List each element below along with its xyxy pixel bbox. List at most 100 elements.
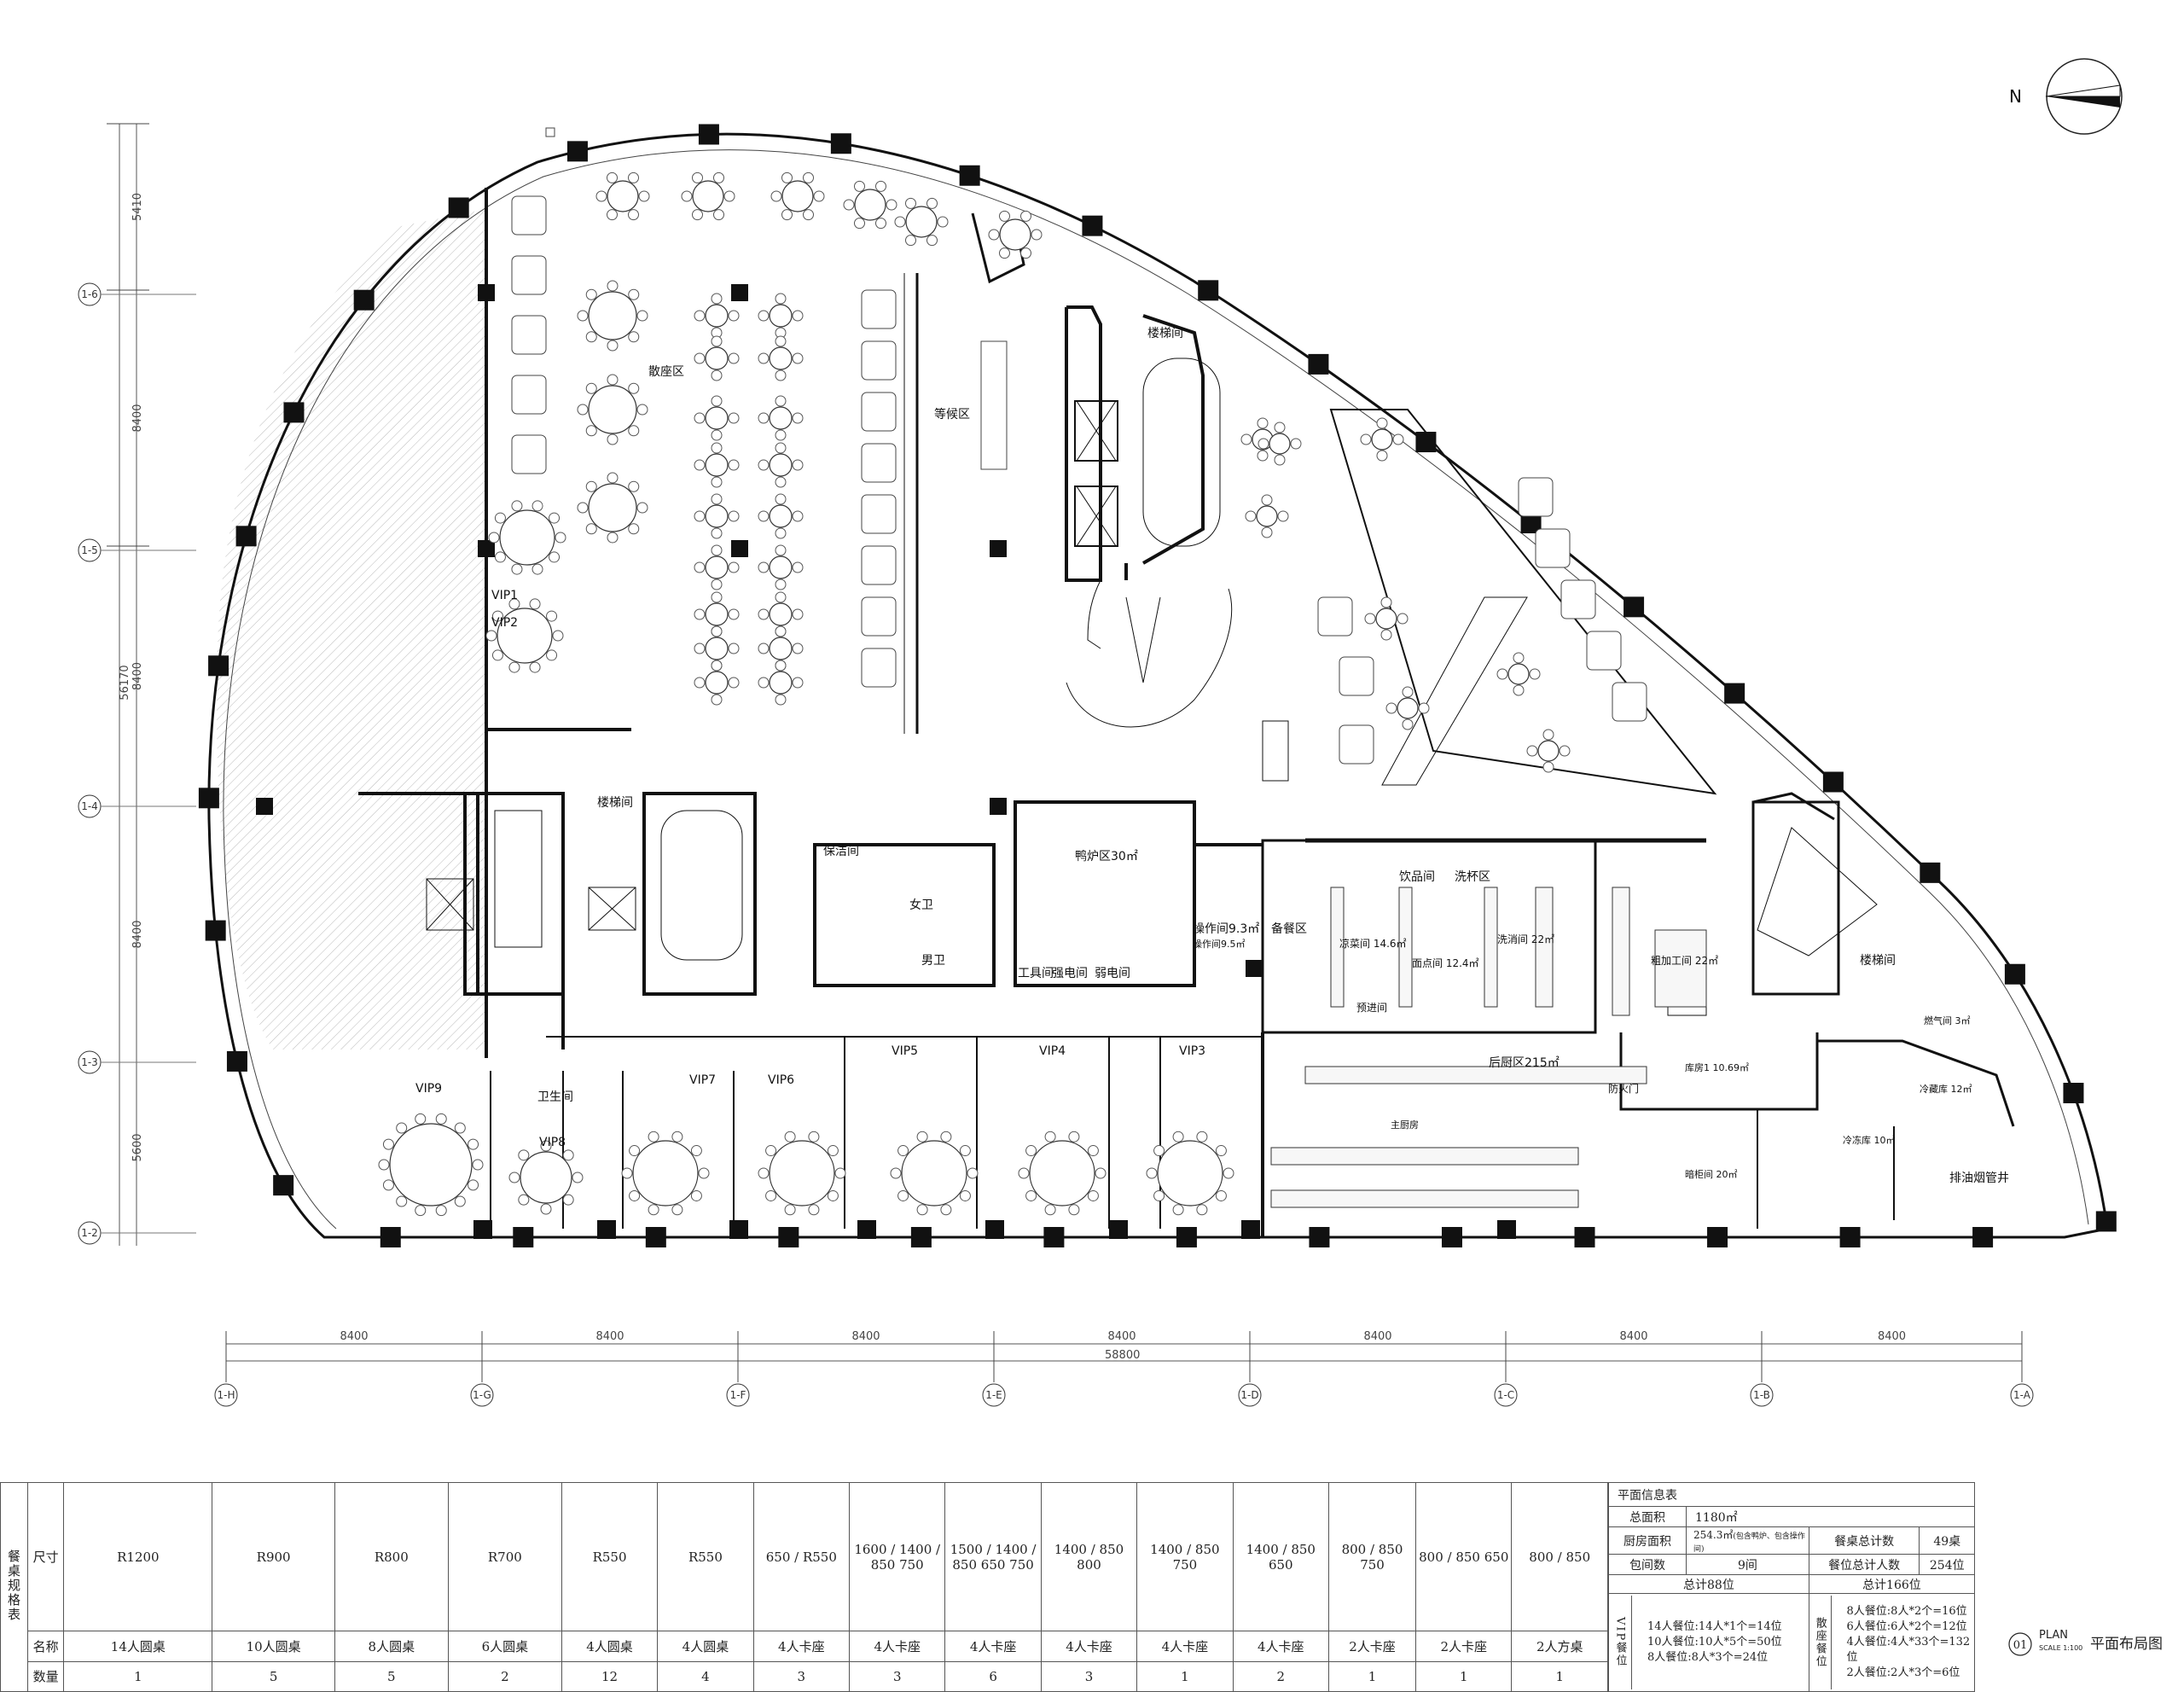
spec-col-14-qty: 1 — [1511, 1660, 1608, 1692]
round-table — [1245, 494, 1289, 538]
facade-column — [1839, 1227, 1861, 1248]
table-plan-info: 平面信息表 总面积 1180㎡ 厨房面积 254.3㎡(包含鸭炉、包含操作间) … — [1608, 1482, 1976, 1692]
room-paiyou: 排油烟管井 — [1949, 1172, 2009, 1185]
spec-col-5-qty: 4 — [657, 1660, 754, 1692]
axis-label: 1-E — [985, 1389, 1002, 1401]
spec-col-2-qty: 5 — [334, 1660, 449, 1692]
spec-col-0-dim: R1200 — [63, 1481, 213, 1632]
spec-col-11-qty: 2 — [1232, 1660, 1329, 1692]
info-kitchen-value: 254.3㎡(包含鸭炉、包含操作间) — [1686, 1526, 1809, 1555]
facade-column — [1441, 1227, 1462, 1248]
round-table — [577, 374, 648, 445]
facade-column — [1707, 1227, 1728, 1248]
room-ruodian: 弱电间 — [1095, 967, 1130, 980]
interior-walls — [358, 188, 2015, 1237]
facade-column — [1972, 1227, 1994, 1248]
kitchen-counters — [1270, 887, 1707, 1208]
room-fanghuo: 防火门 — [1608, 1082, 1639, 1095]
axis-label: 1-5 — [81, 544, 98, 556]
room-beican: 备餐区 — [1271, 922, 1307, 936]
round-table — [1364, 596, 1409, 641]
spec-title: 餐桌规格表 — [0, 1482, 28, 1692]
compass-label: N — [2009, 86, 2022, 107]
drawing-number-icon: 01 — [2008, 1632, 2032, 1656]
room-louti-right: 楼梯间 — [1860, 954, 1896, 968]
round-table — [694, 335, 740, 381]
room-vip6: VIP6 — [768, 1073, 794, 1087]
spec-col-3-qty: 2 — [447, 1660, 562, 1692]
spec-col-12-dim: 800 / 850 750 — [1327, 1481, 1417, 1632]
room-baojie: 保洁间 — [823, 845, 859, 858]
dimension-label: 8400 — [131, 404, 144, 432]
total-dimension-label: 58800 — [1105, 1349, 1140, 1362]
facade-column — [1724, 683, 1745, 704]
room-vip4: VIP4 — [1039, 1044, 1066, 1058]
room-kufang: 库房1 10.69㎡ — [1685, 1062, 1749, 1073]
info-hall-breakdown: 散座餐位 8人餐位:8人*2个=16位 6人餐位:6人*2个=12位 4人餐位:… — [1808, 1593, 1976, 1692]
room-yalu: 鸭炉区30㎡ — [1075, 850, 1138, 863]
dimension-label: 8400 — [1878, 1330, 1906, 1343]
drawing-scale-label: SCALE 1:100 — [2039, 1644, 2083, 1652]
axis-label: 1-B — [1753, 1389, 1770, 1401]
round-table — [758, 493, 804, 539]
round-table — [1496, 652, 1541, 696]
facade-column — [353, 289, 375, 311]
spec-col-14-name: 2人方桌 — [1511, 1631, 1608, 1662]
facade-column — [1309, 1227, 1330, 1248]
dining-tables — [378, 172, 1571, 1217]
round-table — [1385, 686, 1430, 730]
spec-col-7-qty: 3 — [849, 1660, 946, 1692]
spec-col-0-name: 14人圆桌 — [63, 1631, 213, 1662]
room-vip8: VIP8 — [539, 1136, 566, 1149]
spec-col-4-name: 4人圆桌 — [561, 1631, 659, 1662]
round-table — [770, 172, 825, 221]
info-seats-value: 254位 — [1919, 1554, 1975, 1575]
round-table — [694, 293, 740, 339]
info-hall-line-1: 6人餐位:6人*2个=12位 — [1846, 1620, 1967, 1633]
axis-marker — [726, 1383, 750, 1407]
room-gongju: 工具间 — [1018, 967, 1054, 980]
structural-columns — [256, 284, 1516, 1239]
spec-col-8-name: 4人卡座 — [944, 1631, 1042, 1662]
axis-label: 1-C — [1497, 1389, 1514, 1401]
facade-column — [513, 1227, 534, 1247]
spec-col-5-name: 4人圆桌 — [657, 1631, 754, 1662]
facade-column — [778, 1227, 799, 1247]
facade-column — [226, 1050, 247, 1072]
round-table — [843, 180, 897, 230]
axis-label: 1-D — [1240, 1389, 1258, 1401]
axis-label: 1-3 — [81, 1056, 98, 1068]
spec-col-4-dim: R550 — [561, 1481, 659, 1632]
axis-marker — [982, 1383, 1006, 1407]
room-vip5: VIP5 — [892, 1044, 918, 1058]
spec-col-1-dim: R900 — [212, 1481, 335, 1632]
info-vip-total: 总计88位 — [1608, 1574, 1809, 1594]
spec-col-5-dim: R550 — [657, 1481, 754, 1632]
svg-text:01: 01 — [2013, 1639, 2028, 1652]
info-area-label: 总面积 — [1608, 1506, 1687, 1527]
facade-column — [1198, 280, 1219, 301]
spec-col-3-dim: R700 — [447, 1481, 562, 1632]
room-houchu: 后厨区215㎡ — [1489, 1056, 1560, 1070]
spec-col-4-qty: 12 — [561, 1660, 659, 1692]
round-table — [508, 1140, 584, 1215]
dimension-label: 5410 — [131, 193, 144, 221]
info-title: 平面信息表 — [1608, 1482, 1975, 1507]
room-sanzuo: 散座区 — [648, 365, 684, 379]
facade-column — [830, 133, 851, 154]
stair-elevator-blocks — [426, 358, 1878, 1016]
spec-col-10-dim: 1400 / 850 750 — [1136, 1481, 1234, 1632]
axis-marker — [470, 1383, 494, 1407]
round-table — [694, 395, 740, 441]
dimension-label: 8400 — [131, 662, 144, 690]
axis-label: 1-H — [218, 1389, 235, 1401]
round-table — [488, 500, 566, 575]
round-table — [1146, 1131, 1234, 1216]
round-table — [758, 395, 804, 441]
room-cujiagong: 粗加工间 22㎡ — [1651, 955, 1718, 967]
round-table — [758, 660, 804, 706]
facade-column — [1920, 862, 1941, 883]
axis-label: 1-6 — [81, 288, 98, 300]
